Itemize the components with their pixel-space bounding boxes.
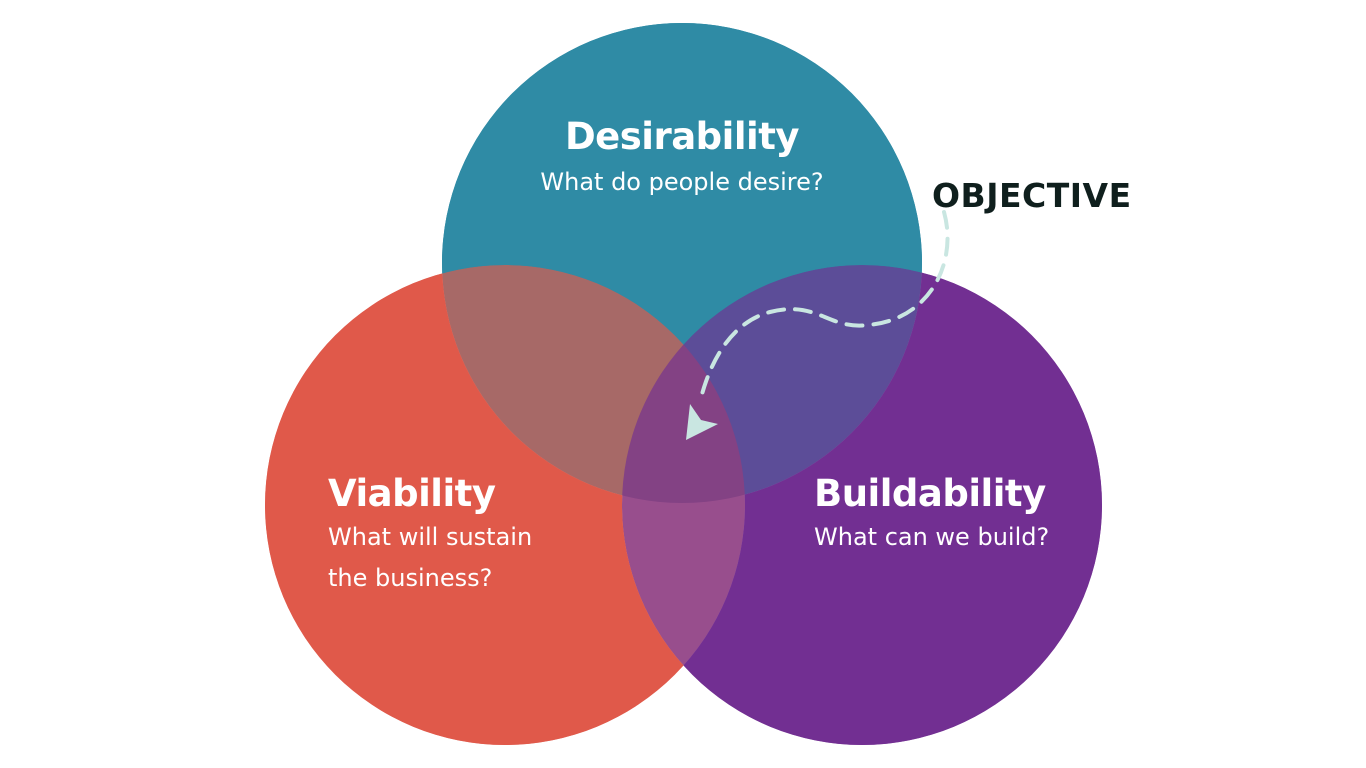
circle-solid-regions xyxy=(265,23,1102,745)
desirability-solid-region xyxy=(442,23,922,503)
objective-arrow xyxy=(698,210,950,404)
buildability-title: Buildability xyxy=(814,472,1046,515)
buildability-text: Buildability What can we build? xyxy=(814,472,1049,551)
viability-question-line-2: the business? xyxy=(328,564,492,592)
objective-label: OBJECTIVE xyxy=(932,176,1132,215)
desirability-question: What do people desire? xyxy=(540,168,823,196)
desirability-title: Desirability xyxy=(565,115,799,158)
viability-question-line-1: What will sustain xyxy=(328,523,532,551)
buildability-question: What can we build? xyxy=(814,523,1049,551)
viability-text: Viability What will sustain the business… xyxy=(328,472,532,592)
viability-title: Viability xyxy=(328,472,496,515)
objective-callout: OBJECTIVE xyxy=(686,176,1132,440)
desirability-text: Desirability What do people desire? xyxy=(540,115,823,196)
objective-arrow-head-icon xyxy=(686,404,718,440)
